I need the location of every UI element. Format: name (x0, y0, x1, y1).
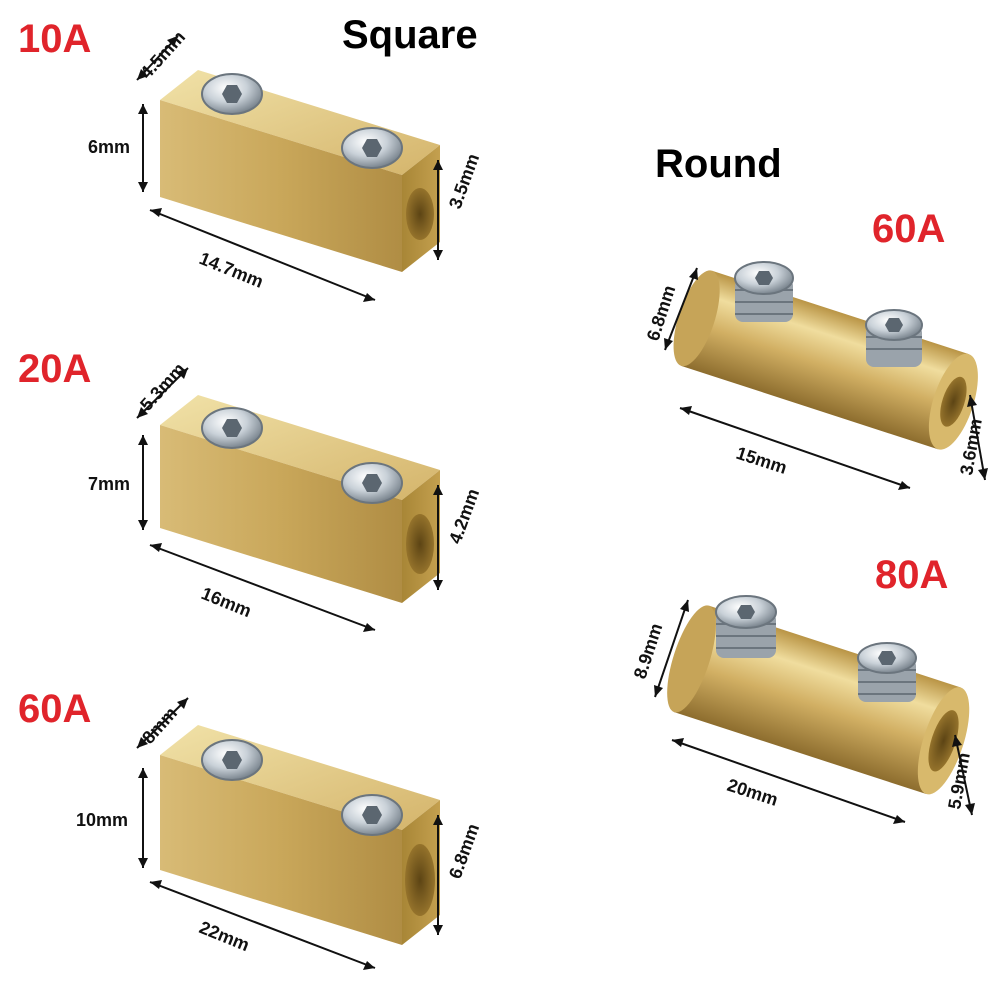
wire-hole (940, 376, 967, 427)
connector-body (673, 261, 978, 450)
dimension-arrows (654, 599, 975, 824)
set-screw-icon (734, 261, 794, 322)
square-connector-60a: 60A 8mm 10mm 22mm 6.8mm (18, 687, 483, 970)
length-dimension-label: 20mm (725, 775, 781, 810)
round-connector-60a: 60A 6.8mm 15mm 3.6mm (643, 207, 988, 490)
depth-dimension-label: 4.5mm (136, 27, 189, 83)
heading-square: Square (342, 13, 478, 57)
set-screw-icon (341, 127, 403, 169)
diameter-dimension-label: 6.8mm (643, 283, 680, 343)
connector-body (667, 595, 970, 795)
length-dimension-label: 14.7mm (197, 248, 267, 292)
wire-hole (405, 844, 435, 916)
rating-label: 60A (872, 207, 945, 251)
set-screw-icon (865, 309, 923, 367)
set-screw-icon (857, 642, 917, 702)
height-dimension-label: 7mm (88, 474, 130, 494)
length-dimension-label: 15mm (734, 443, 790, 478)
wire-hole (406, 188, 434, 240)
square-connector-20a: 20A 5.3mm 7mm 16mm 4.2mm (18, 347, 483, 632)
set-screw-icon (201, 739, 263, 781)
length-dimension-label: 22mm (197, 917, 253, 955)
connector-body (160, 395, 440, 603)
dimension-arrows (136, 697, 443, 970)
round-connector-80a: 80A 8.9mm 20mm 5.9mm (630, 553, 975, 824)
rating-label: 60A (18, 687, 91, 731)
square-connector-10a: 10A 4.5mm 6mm 14.7mm 3.5mm (18, 17, 483, 302)
rating-label: 10A (18, 17, 91, 61)
set-screw-icon (341, 794, 403, 836)
connector-body (160, 70, 440, 272)
set-screw-icon (201, 73, 263, 115)
height-dimension-label: 6mm (88, 137, 130, 157)
heading-round: Round (655, 142, 782, 186)
wire-hole (406, 514, 434, 574)
connector-body (160, 725, 440, 945)
length-dimension-label: 16mm (199, 583, 255, 621)
dimension-arrows (136, 35, 443, 302)
dimension-arrows (664, 267, 988, 490)
wire-hole (928, 710, 959, 772)
depth-dimension-label: 5.3mm (136, 359, 189, 415)
hole-dimension-label: 4.2mm (445, 486, 483, 546)
hole-dimension-label: 3.5mm (445, 151, 483, 211)
rating-label: 20A (18, 347, 91, 391)
set-screw-icon (201, 407, 263, 449)
rating-label: 80A (875, 553, 948, 597)
dimension-arrows (136, 367, 443, 632)
hole-dimension-label: 6.8mm (445, 821, 483, 881)
set-screw-icon (715, 595, 777, 658)
set-screw-icon (341, 462, 403, 504)
diameter-dimension-label: 8.9mm (630, 621, 667, 681)
height-dimension-label: 10mm (76, 810, 128, 830)
